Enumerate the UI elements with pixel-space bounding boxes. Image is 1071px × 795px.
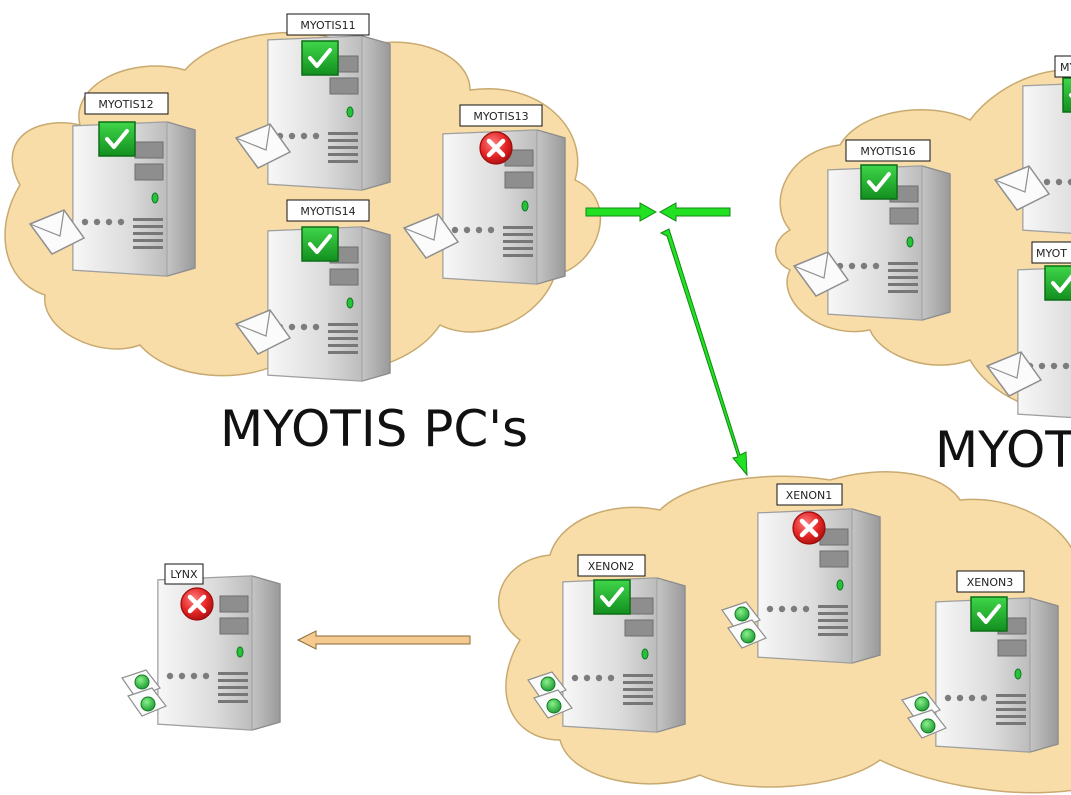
svg-text:LYNX: LYNX	[170, 568, 198, 581]
svg-text:MYOT: MYOT	[1036, 247, 1067, 260]
host-my-partial[interactable]: MY	[994, 55, 1071, 237]
svg-text:XENON2: XENON2	[588, 560, 635, 573]
connector-myotis-left-to-right	[585, 202, 658, 222]
host-myotis13[interactable]: MYOTIS13	[403, 104, 566, 285]
svg-text:MYOTIS16: MYOTIS16	[860, 145, 915, 158]
host-label: XENON3	[956, 570, 1025, 593]
host-myotis16[interactable]: MYOTIS16	[793, 139, 951, 321]
host-xenon2[interactable]: XENON2	[527, 554, 686, 733]
group-title-myotis-right: MYOT	[935, 421, 1071, 479]
svg-text:XENON1: XENON1	[786, 489, 833, 502]
host-label: MYOTIS16	[845, 139, 931, 162]
svg-text:MYOTIS13: MYOTIS13	[473, 110, 528, 123]
check-icon	[300, 225, 340, 263]
host-label: XENON1	[776, 483, 843, 506]
error-x-icon	[480, 132, 512, 164]
host-lynx[interactable]: LYNX	[121, 563, 281, 731]
host-myotis12[interactable]: MYOTIS12	[29, 92, 196, 277]
host-label: XENON2	[577, 554, 646, 577]
host-label: LYNX	[164, 563, 204, 585]
host-xenon3[interactable]: XENON3	[901, 570, 1059, 753]
host-myotis11[interactable]: MYOTIS11	[235, 13, 391, 191]
host-label: MYOTIS12	[84, 92, 169, 115]
check-icon	[1043, 264, 1071, 302]
check-icon	[300, 39, 340, 77]
host-label: MYOTIS11	[286, 13, 370, 36]
check-icon	[859, 163, 899, 201]
host-label: MYOTIS14	[286, 199, 370, 222]
host-label: MYOT	[1031, 241, 1071, 264]
svg-text:MY: MY	[1060, 61, 1071, 74]
group-title-myotis: MYOTIS PC's	[220, 400, 528, 458]
host-myotis14[interactable]: MYOTIS14	[235, 199, 391, 382]
svg-text:XENON3: XENON3	[967, 576, 1014, 589]
error-x-icon	[793, 512, 825, 544]
check-icon	[1061, 76, 1071, 114]
error-x-icon	[181, 588, 213, 620]
host-label: MY	[1054, 55, 1071, 78]
check-icon	[97, 120, 137, 158]
connector-xenon-to-lynx	[296, 630, 471, 650]
check-icon	[969, 595, 1009, 633]
host-myot-partial[interactable]: MYOT	[986, 241, 1071, 421]
server-icon	[157, 575, 281, 731]
connector-to-xenon	[659, 228, 748, 477]
connector-myotis-right-to-left	[658, 202, 731, 222]
check-icon	[592, 578, 632, 616]
host-label: MYOTIS13	[459, 104, 543, 127]
svg-text:MYOTIS11: MYOTIS11	[300, 19, 355, 32]
host-xenon1[interactable]: XENON1	[721, 483, 881, 664]
svg-text:MYOTIS12: MYOTIS12	[98, 98, 153, 111]
svg-text:MYOTIS14: MYOTIS14	[300, 205, 355, 218]
